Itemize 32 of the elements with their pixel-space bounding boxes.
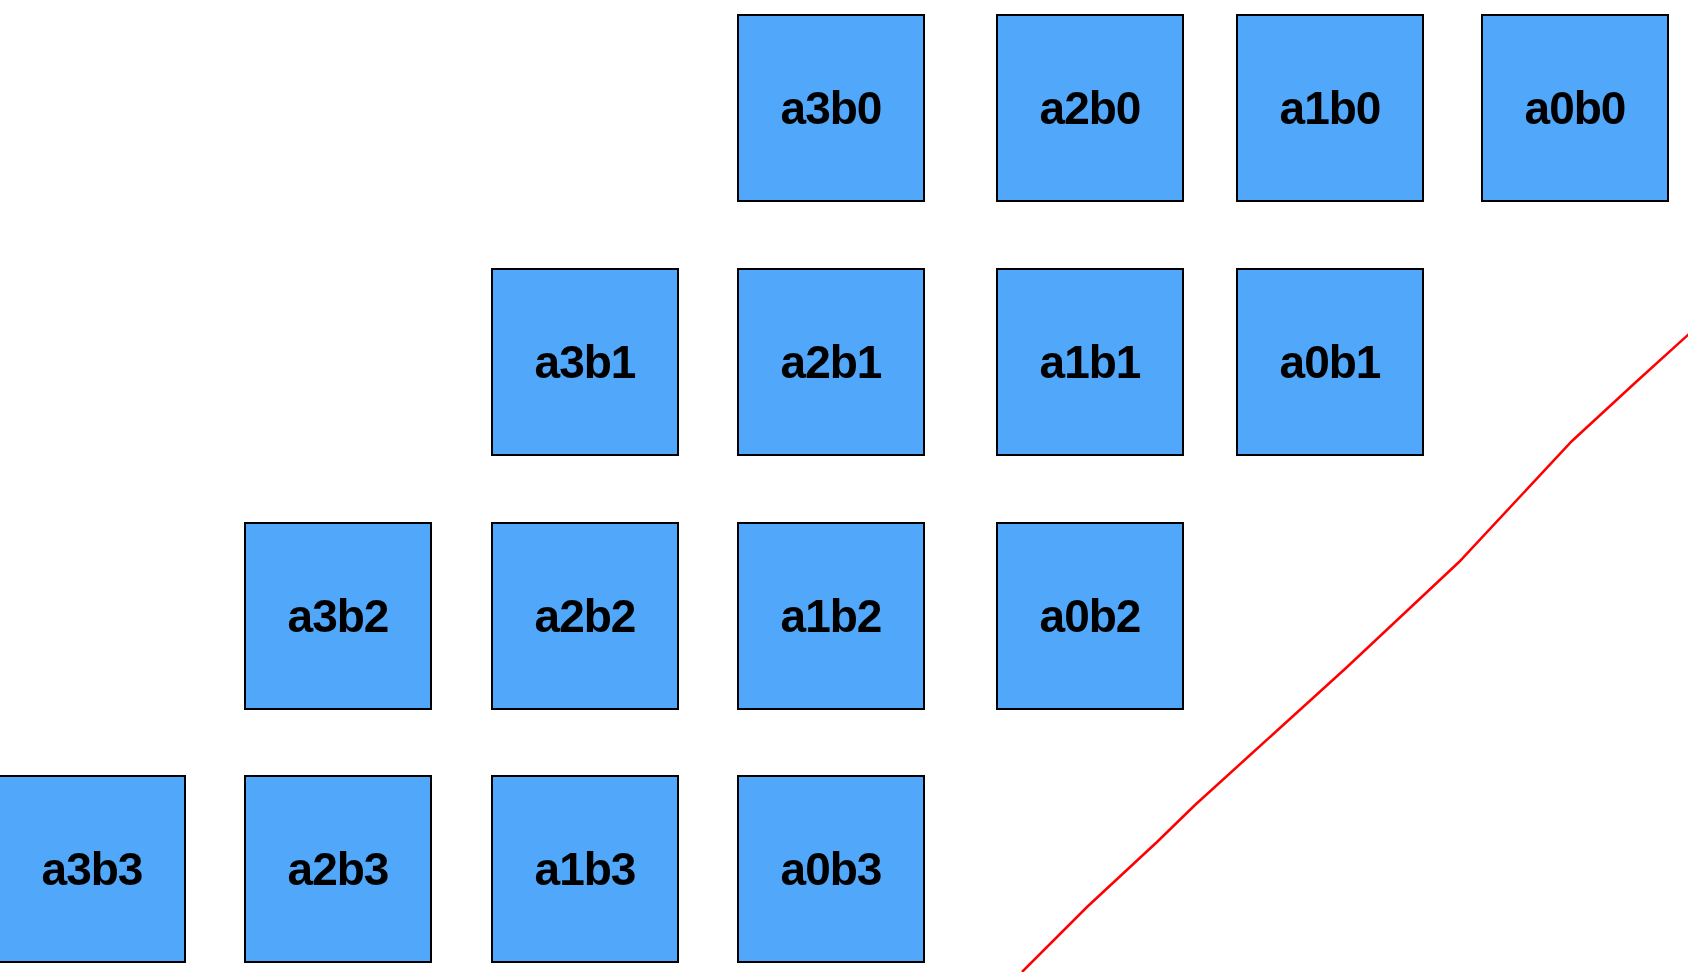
box-label: a1b2 bbox=[780, 589, 882, 643]
square-box bbox=[1236, 268, 1424, 456]
square-box bbox=[491, 775, 679, 963]
box-label: a3b3 bbox=[41, 842, 143, 896]
square-box bbox=[737, 14, 925, 202]
box-label: a3b2 bbox=[287, 589, 389, 643]
square-box bbox=[1236, 14, 1424, 202]
square-box bbox=[244, 522, 432, 710]
box-label: a1b1 bbox=[1039, 335, 1141, 389]
square-box bbox=[737, 522, 925, 710]
box-label: a2b3 bbox=[287, 842, 389, 896]
box-label: a3b0 bbox=[780, 81, 882, 135]
box-label: a2b0 bbox=[1039, 81, 1141, 135]
box-label: a0b0 bbox=[1524, 81, 1626, 135]
square-box bbox=[996, 14, 1184, 202]
box-label: a1b3 bbox=[534, 842, 636, 896]
square-box bbox=[491, 268, 679, 456]
box-label: a0b2 bbox=[1039, 589, 1141, 643]
square-box bbox=[996, 522, 1184, 710]
box-label: a0b1 bbox=[1279, 335, 1381, 389]
square-box bbox=[244, 775, 432, 963]
square-box bbox=[491, 522, 679, 710]
box-label: a0b3 bbox=[780, 842, 882, 896]
box-label: a1b0 bbox=[1279, 81, 1381, 135]
box-label: a2b1 bbox=[780, 335, 882, 389]
square-box bbox=[737, 268, 925, 456]
square-box bbox=[737, 775, 925, 963]
square-box bbox=[1481, 14, 1669, 202]
box-label: a2b2 bbox=[534, 589, 636, 643]
square-box bbox=[0, 775, 186, 963]
box-label: a3b1 bbox=[534, 335, 636, 389]
square-box bbox=[996, 268, 1184, 456]
